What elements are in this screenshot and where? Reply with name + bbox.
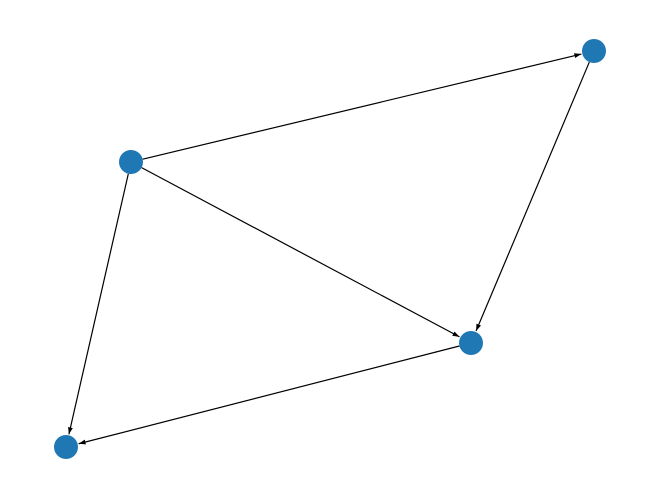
node-1 — [582, 39, 606, 63]
edge-1-2 — [475, 61, 590, 332]
edge-2-3 — [78, 345, 460, 445]
edges — [68, 53, 590, 445]
edge-0-3 — [68, 173, 129, 435]
node-0 — [119, 150, 143, 174]
node-2 — [459, 331, 483, 355]
edge-0-2 — [141, 167, 460, 338]
node-3 — [54, 435, 78, 459]
edge-0-1 — [142, 53, 582, 160]
nodes — [54, 39, 606, 459]
